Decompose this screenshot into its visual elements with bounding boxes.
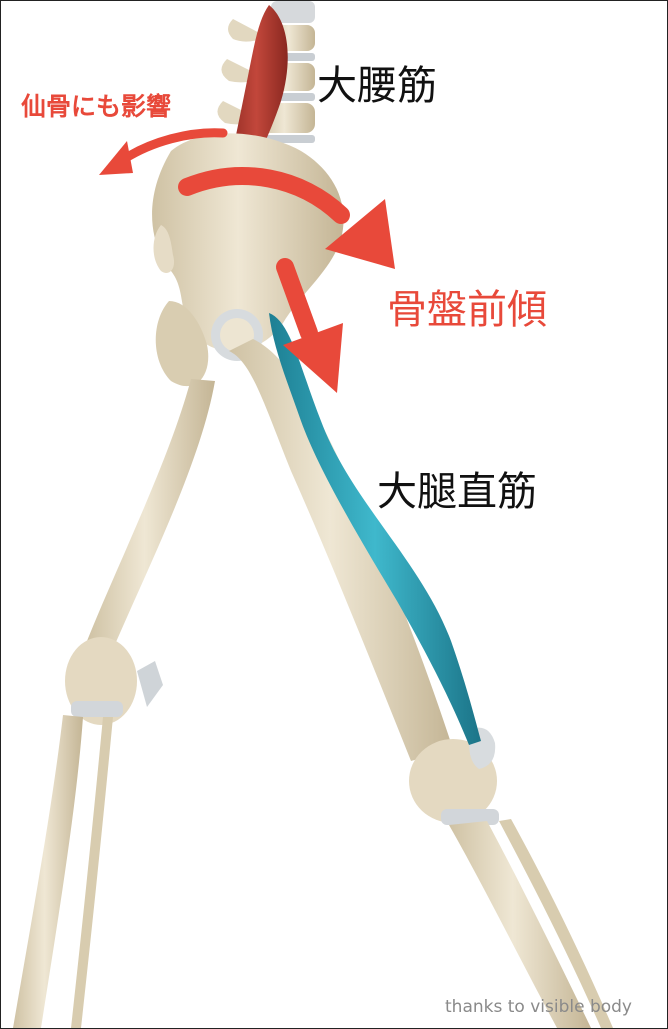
rectus-femoris-muscle [269, 313, 481, 745]
label-rectus-femoris: 大腿直筋 [377, 459, 537, 517]
knee-left [65, 637, 163, 725]
image-credit: thanks to visible body [445, 997, 632, 1017]
label-sacrum-effect: 仙骨にも影響 [21, 87, 171, 123]
femur-left-leg [87, 379, 215, 649]
tibia-left [13, 715, 83, 1028]
label-psoas: 大腰筋 [317, 53, 437, 111]
femur-right-leg [229, 339, 453, 761]
label-pelvic-tilt: 骨盤前傾 [387, 277, 547, 335]
